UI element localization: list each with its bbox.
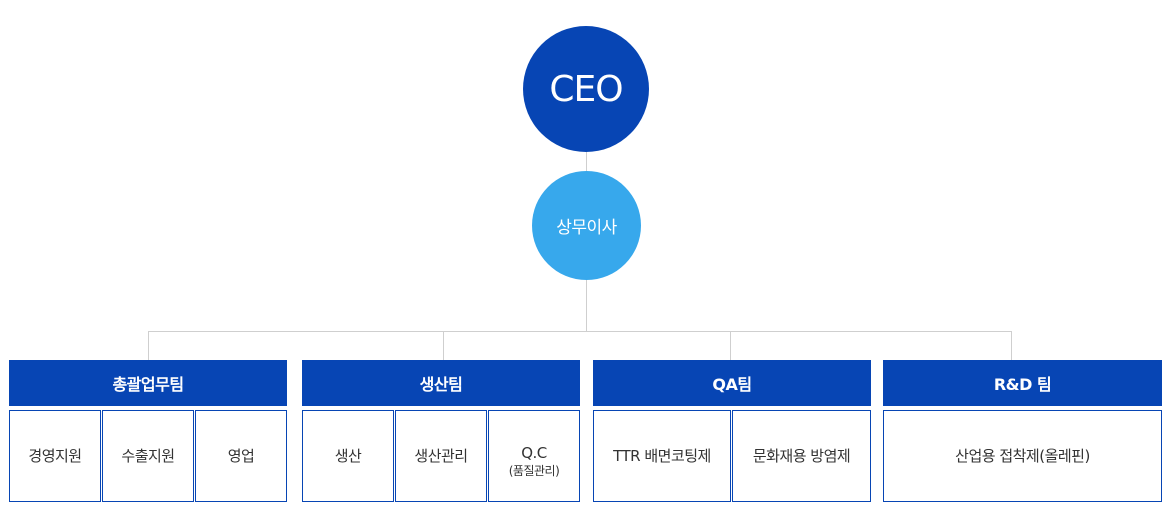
connector-horizontal [148,331,1012,332]
connector-ceo-director [586,152,587,171]
team-header-general: 총괄업무팀 [9,360,287,406]
subunit-box: Q.C (품질관리) [488,410,580,502]
subunit-box: 경영지원 [9,410,101,502]
ceo-label: CEO [549,68,623,110]
team-header-production: 생산팀 [302,360,580,406]
connector-drop-qa [730,331,731,361]
subunit-label: 산업용 접착제(올레핀) [955,447,1090,465]
ceo-node: CEO [523,26,649,152]
team-header-qa: QA팀 [593,360,871,406]
subunit-box: 생산 [302,410,394,502]
subunit-label: TTR 배면코팅제 [613,447,711,465]
subunit-box: 수출지원 [102,410,194,502]
connector-drop-production [443,331,444,361]
subunit-label: 생산관리 [414,447,468,465]
subunit-box: 문화재용 방염제 [732,410,871,502]
connector-drop-rnd [1011,331,1012,361]
team-name: 총괄업무팀 [112,375,184,394]
subunit-label: 경영지원 [28,447,82,465]
subunit-label: 영업 [227,447,255,465]
subunit-box: 생산관리 [395,410,487,502]
director-label: 상무이사 [556,218,617,238]
director-node: 상무이사 [532,171,641,280]
team-header-rnd: R&D 팀 [883,360,1162,406]
team-name: 생산팀 [419,375,463,394]
subunit-box: TTR 배면코팅제 [593,410,731,502]
connector-director-teams [586,280,587,331]
team-name: R&D 팀 [993,375,1052,394]
subunit-label: 생산 [334,447,362,465]
subunit-box: 영업 [195,410,287,502]
subunit-label: 수출지원 [121,447,175,465]
subunit-label: Q.C [521,444,547,462]
subunit-note: (품질관리) [508,464,560,478]
connector-drop-general [148,331,149,361]
team-name: QA팀 [712,375,752,394]
subunit-label: 문화재용 방염제 [752,447,851,465]
subunit-box: 산업용 접착제(올레핀) [883,410,1162,502]
